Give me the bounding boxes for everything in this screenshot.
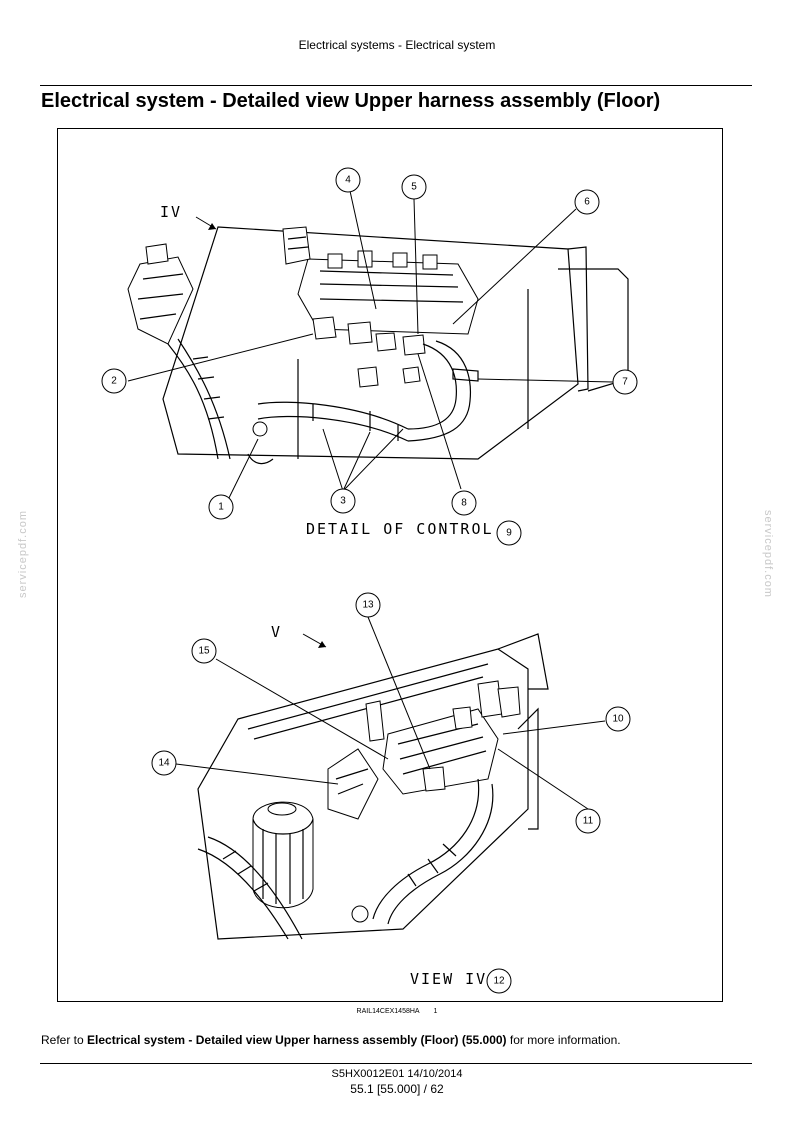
svg-text:14: 14 (158, 758, 170, 769)
view-label-bottom: V (271, 623, 282, 641)
callout-7: 7 (612, 369, 638, 395)
svg-text:4: 4 (345, 175, 351, 186)
footer-rule (40, 1063, 752, 1064)
callout-15: 15 (191, 638, 217, 664)
svg-text:11: 11 (583, 816, 594, 827)
view-label: VIEW IV (410, 970, 487, 988)
detail-label: DETAIL OF CONTROL (306, 520, 494, 538)
refer-link[interactable]: Electrical system - Detailed view Upper … (87, 1033, 507, 1047)
svg-text:1: 1 (218, 502, 224, 513)
callout-9: 9 (496, 520, 522, 546)
harness-diagram: IV DETAIL OF CONTROL (101, 167, 638, 994)
callout-6: 6 (574, 189, 600, 215)
callout-8: 8 (451, 490, 477, 516)
image-code: RAIL14CEX1458HA (356, 1008, 420, 1015)
svg-text:12: 12 (493, 976, 505, 987)
refer-suffix: for more information. (509, 1033, 621, 1047)
callout-11: 11 (575, 808, 601, 834)
top-leader-lines (127, 190, 614, 505)
callout-2: 2 (101, 368, 127, 394)
svg-text:7: 7 (622, 377, 628, 388)
figure-frame: IV DETAIL OF CONTROL (57, 128, 723, 1002)
svg-text:8: 8 (461, 498, 467, 509)
svg-text:2: 2 (111, 376, 117, 387)
callout-1: 1 (208, 494, 234, 520)
svg-text:13: 13 (362, 600, 374, 611)
refer-prefix: Refer to (41, 1033, 84, 1047)
top-detail-artwork (127, 226, 629, 465)
svg-text:6: 6 (584, 197, 590, 208)
svg-text:5: 5 (411, 182, 417, 193)
running-header: Electrical systems - Electrical system (298, 38, 496, 52)
callout-13: 13 (355, 592, 381, 618)
callout-10: 10 (605, 706, 631, 732)
callout-14: 14 (151, 750, 177, 776)
figure-number: 1 (433, 1008, 438, 1015)
watermark-left: servicepdf.com (17, 510, 29, 598)
figure-caption: RAIL14CEX1458HA 1 (0, 1008, 794, 1015)
callout-3: 3 (330, 488, 356, 514)
svg-text:15: 15 (198, 646, 210, 657)
svg-text:9: 9 (506, 528, 512, 539)
page-title: Electrical system - Detailed view Upper … (41, 90, 661, 112)
svg-text:10: 10 (612, 714, 624, 725)
header-rule (40, 85, 752, 86)
footer-page-number: 55.1 [55.000] / 62 (350, 1082, 444, 1096)
reference-note: Refer to Electrical system - Detailed vi… (41, 1033, 621, 1047)
watermark-right: servicepdf.com (762, 510, 774, 598)
callout-5: 5 (401, 174, 427, 200)
view-label-top: IV (160, 203, 182, 221)
callout-4: 4 (335, 167, 361, 193)
footer-doc-id: S5HX0012E01 14/10/2014 (331, 1068, 463, 1080)
bottom-view-artwork (197, 633, 549, 940)
bottom-leader-lines (175, 616, 606, 810)
callout-12: 12 (486, 968, 512, 994)
svg-text:3: 3 (340, 496, 346, 507)
